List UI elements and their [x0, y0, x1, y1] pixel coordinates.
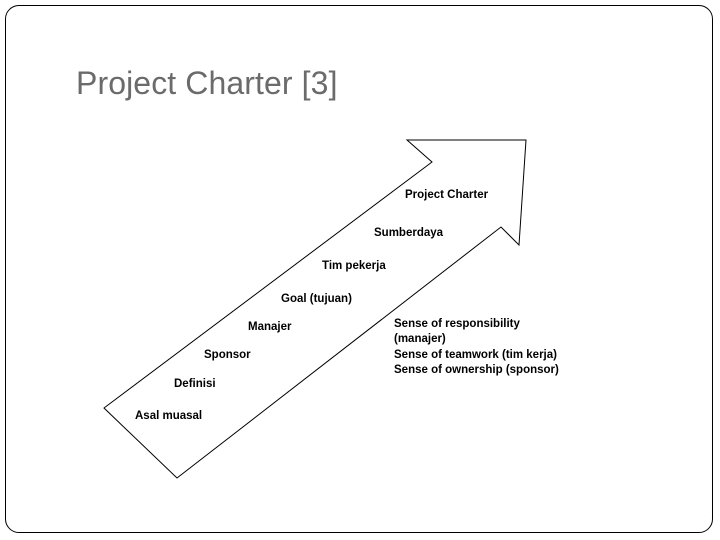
stage-label-manajer: Manajer: [248, 321, 292, 333]
stage-label-definisi: Definisi: [174, 378, 216, 390]
benefits-text-block: Sense of responsibility (manajer) Sense …: [394, 317, 559, 378]
benefits-line-2: (manajer): [394, 333, 446, 346]
benefits-line-3: Sense of teamwork (tim kerja): [394, 348, 557, 361]
stage-label-goal-tujuan: Goal (tujuan): [281, 293, 352, 305]
page-title: Project Charter [3]: [76, 65, 338, 101]
stage-label-sumberdaya: Sumberdaya: [374, 227, 444, 239]
benefits-line-1: Sense of responsibility: [394, 318, 520, 330]
stage-label-asal-muasal: Asal muasal: [135, 410, 203, 422]
stage-label-tim-pekerja: Tim pekerja: [322, 260, 386, 272]
stage-label-project-charter: Project Charter: [405, 189, 489, 201]
up-right-arrow-shape: [103, 139, 527, 479]
benefits-line-4: Sense of ownership (sponsor): [394, 363, 559, 376]
stage-label-sponsor: Sponsor: [204, 349, 251, 361]
